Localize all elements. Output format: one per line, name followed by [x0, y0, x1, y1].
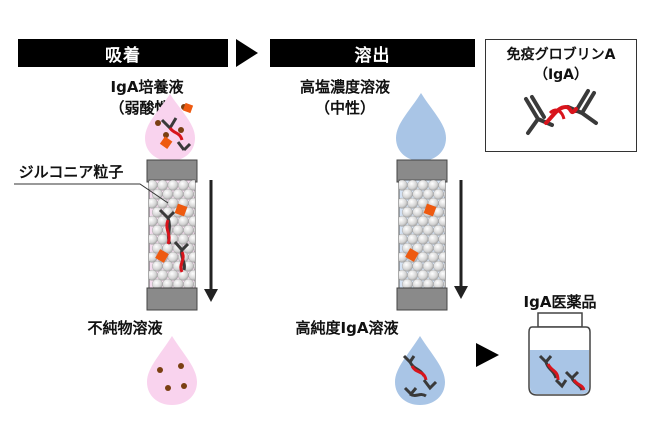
salt-label-line2: （中性）	[314, 99, 375, 117]
elution-column	[396, 159, 448, 311]
legend-subtitle: （IgA）	[533, 67, 589, 83]
iga-legend-box	[485, 39, 637, 152]
impurity-drop-icon	[147, 336, 197, 405]
legend-title: 免疫グロブリンA	[506, 47, 616, 63]
drug-arrow-icon	[476, 343, 499, 367]
salt-label-line1: 高塩濃度溶液	[299, 78, 390, 96]
zirconia-label: ジルコニア粒子	[18, 163, 124, 181]
salt-drop-icon	[396, 93, 446, 161]
elution-header: 溶出	[270, 39, 475, 67]
impurity-label: 不純物溶液	[87, 319, 163, 337]
culture-label-line1: IgA培養液	[110, 78, 184, 96]
drug-bottle-icon	[528, 312, 591, 396]
iga-drug-label: IgA医薬品	[523, 293, 597, 311]
adsorption-column	[146, 159, 198, 311]
culture-contents	[155, 102, 194, 152]
iga-molecule-icon	[524, 89, 598, 135]
right-down-arrow-icon	[454, 286, 468, 299]
header-arrow-icon	[236, 39, 258, 67]
elution-header-text: 溶出	[354, 45, 391, 66]
pure-iga-label: 高純度IgA溶液	[295, 319, 399, 337]
adsorption-header-text: 吸着	[105, 45, 141, 66]
adsorption-header: 吸着	[18, 39, 228, 67]
left-down-arrow-icon	[204, 289, 218, 302]
